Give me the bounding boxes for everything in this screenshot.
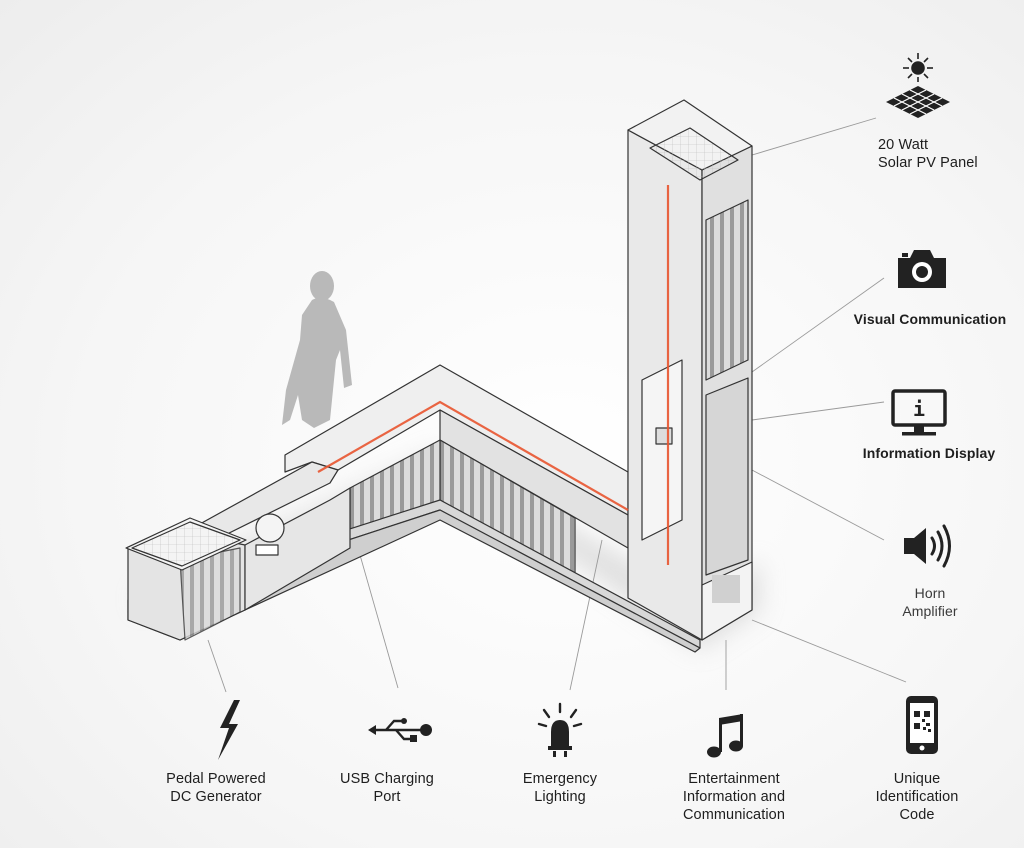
sun-panel-icon bbox=[886, 53, 950, 118]
label-entertainment: Entertainment Information and Communicat… bbox=[682, 771, 786, 823]
label-visual-communication: Visual Communication bbox=[853, 311, 1007, 327]
label-emergency-lighting: Emergency Lighting bbox=[522, 771, 598, 805]
power-wire bbox=[317, 185, 670, 565]
label-horn-amplifier: Horn Amplifier bbox=[902, 585, 958, 619]
kiosk-base bbox=[125, 364, 701, 653]
speaker-icon bbox=[904, 524, 951, 568]
lightning-icon bbox=[218, 700, 240, 760]
connector-lines bbox=[207, 117, 907, 693]
label-solar-panel: 20 Watt Solar PV Panel bbox=[878, 137, 978, 171]
label-pedal-generator: Pedal Powered DC Generator bbox=[166, 771, 266, 805]
label-usb-charging: USB Charging Port bbox=[340, 771, 434, 805]
beacon-icon bbox=[537, 702, 583, 757]
label-information-display: Information Display bbox=[862, 445, 996, 461]
label-unique-id: Unique Identification Code bbox=[875, 771, 959, 823]
usb-icon bbox=[368, 718, 432, 742]
camera-icon bbox=[898, 250, 946, 288]
monitor-icon: i bbox=[891, 389, 947, 436]
person-silhouette bbox=[282, 271, 352, 428]
display-glyph: i bbox=[913, 397, 925, 421]
music-note-icon bbox=[707, 714, 743, 758]
smartphone-qr-icon bbox=[906, 696, 938, 754]
kiosk-tower bbox=[627, 99, 753, 641]
